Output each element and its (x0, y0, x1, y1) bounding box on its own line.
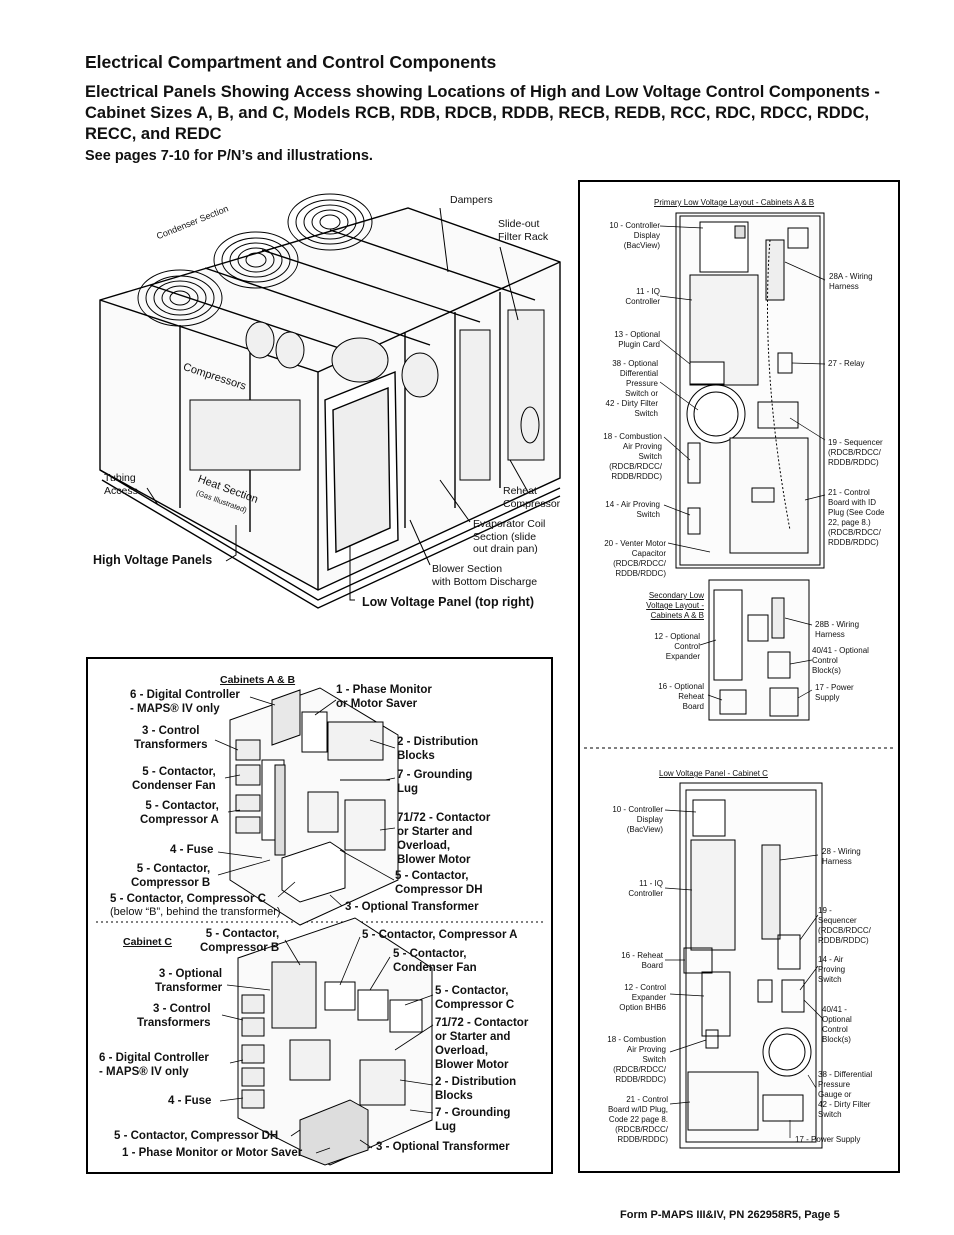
low-voltage-panel-box (578, 180, 900, 1173)
c-control-blocks-label: 40/41 - Optional Control Block(s) (822, 1005, 852, 1044)
ab-fuse-label: 4 - Fuse (170, 844, 214, 856)
cabinets-ab-heading: Cabinets A & B (220, 674, 296, 686)
c-blower-contactor-label: 71/72 - Contactor or Starter and Overloa… (435, 1017, 529, 1071)
p-control-board-label: 21 - Control Board with ID Plug (See Cod… (828, 488, 885, 547)
c-contactor-compressor-a-label: 5 - Contactor, Compressor A (362, 929, 518, 941)
c-control-board-label: 21 - Control Board w/ID Plug, Code 22 pa… (607, 1095, 668, 1144)
p-pressure-switch-label: 38 - Optional Differential Pressure Swit… (605, 359, 658, 418)
c-differential-gauge-label: 38 - Differential Pressure Gauge or 42 -… (818, 1070, 873, 1119)
tubing-access-label: Tubing Access (104, 472, 138, 497)
s-control-blocks-label: 40/41 - Optional Control Block(s) (812, 646, 869, 675)
ab-contactor-compressor-dh-label: 5 - Contactor, Compressor DH (395, 870, 483, 896)
c-contactor-compressor-dh-label: 5 - Contactor, Compressor DH (114, 1130, 279, 1142)
p-relay-label: 27 - Relay (828, 359, 865, 368)
evaporator-label: Evaporator Coil Section (slide out drain… (473, 518, 546, 555)
dampers-label: Dampers (450, 194, 493, 206)
low-voltage-panel-label: Low Voltage Panel (top right) (362, 595, 534, 609)
c-optional-transformer-label: 3 - Optional Transformer (376, 1141, 510, 1153)
blower-section-label: Blower Section with Bottom Discharge (432, 563, 538, 588)
c-control-expander-label: 12 - Control Expander Option BHB6 (619, 983, 666, 1012)
s-power-supply-label: 17 - Power Supply (815, 683, 854, 702)
ab-grounding-lug-label: 7 - Grounding Lug (397, 769, 473, 795)
p-controller-display-label: 10 - Controller Display (BacView) (609, 221, 660, 250)
p-iq-controller-label: 11 - IQ Controller (625, 287, 660, 306)
ab-control-transformers-label: 3 - Control Transformers (134, 725, 208, 751)
c-phase-monitor-label: 1 - Phase Monitor or Motor Saver (122, 1147, 303, 1159)
s-reheat-board-label: 16 - Optional Reheat Board (658, 682, 704, 711)
c-contactor-compressor-b-label: 5 - Contactor, Compressor B (200, 928, 280, 954)
filter-rack-label: Slide-out Filter Rack (498, 218, 549, 243)
c-controller-display-label: 10 - Controller Display (BacView) (612, 805, 663, 834)
p-wiring-harness-label: 28A - Wiring Harness (829, 272, 873, 291)
page-subtitle: Electrical Panels Showing Access showing… (85, 83, 880, 143)
c-air-proving-switch-label: 14 - Air Proving Switch (818, 955, 846, 984)
page-title: Electrical Compartment and Control Compo… (85, 52, 497, 72)
c-digital-controller-label: 6 - Digital Controller - MAPS® IV only (99, 1052, 209, 1078)
p-combustion-switch-label: 18 - Combustion Air Proving Switch (RDCB… (603, 432, 662, 481)
c-optional-transformer-top-label: 3 - Optional Transformer (155, 968, 223, 994)
ab-contactor-compressor-b-label: 5 - Contactor, Compressor B (131, 863, 211, 889)
c-sequencer-label: 19 - Sequencer (RDCB/RDCC/ RDDB/RDDC) (818, 906, 871, 945)
cabinet-c-heading: Cabinet C (123, 936, 173, 948)
ab-contactor-condenser-fan-label: 5 - Contactor, Condenser Fan (132, 766, 216, 792)
ab-compressor-c-note: (below “B”, behind the transformer) (110, 906, 281, 918)
page-footer: Form P-MAPS III&IV, PN 262958R5, Page 5 (620, 1209, 840, 1221)
c-contactor-compressor-c-label: 5 - Contactor, Compressor C (435, 985, 515, 1011)
high-voltage-panel-box (86, 657, 553, 1174)
p-plugin-card-label: 13 - Optional Plugin Card (614, 330, 660, 349)
ab-contactor-compressor-a-label: 5 - Contactor, Compressor A (140, 800, 219, 826)
c-iq-controller-label: 11 - IQ Controller (628, 879, 663, 898)
reheat-compressor-label: Reheat Compressor (503, 485, 561, 510)
p-venter-capacitor-label: 20 - Venter Motor Capacitor (RDCB/RDCC/ … (604, 539, 666, 578)
ab-phase-monitor-label: 1 - Phase Monitor or Motor Saver (336, 684, 432, 710)
c-grounding-lug-label: 7 - Grounding Lug (435, 1107, 511, 1133)
page-note: See pages 7-10 for P/N’s and illustratio… (85, 148, 373, 164)
high-voltage-panels-label: High Voltage Panels (93, 553, 213, 567)
c-control-transformers-label: 3 - Control Transformers (137, 1003, 211, 1029)
ab-blower-contactor-label: 71/72 - Contactor or Starter and Overloa… (397, 812, 491, 866)
primary-layout-title: Primary Low Voltage Layout - Cabinets A … (654, 198, 815, 207)
c-combustion-switch-label: 18 - Combustion Air Proving Switch (RDCB… (607, 1035, 666, 1084)
c-reheat-board-label: 16 - Reheat Board (621, 951, 663, 970)
ab-distribution-blocks-label: 2 - Distribution Blocks (397, 736, 479, 762)
p-air-proving-switch-label: 14 - Air Proving Switch (605, 500, 660, 519)
ab-contactor-compressor-c-label: 5 - Contactor, Compressor C (110, 893, 266, 905)
c-wiring-harness-label: 28 - Wiring Harness (822, 847, 861, 866)
p-sequencer-label: 19 - Sequencer (RDCB/RDCC/ RDDB/RDDC) (828, 438, 883, 467)
c-power-supply-label: 17 - Power Supply (795, 1135, 861, 1144)
s-wiring-harness-label: 28B - Wiring Harness (815, 620, 860, 639)
c-distribution-blocks-label: 2 - Distribution Blocks (435, 1076, 517, 1102)
s-control-expander-label: 12 - Optional Control Expander (654, 632, 700, 661)
ab-optional-transformer-label: 3 - Optional Transformer (345, 901, 479, 913)
c-contactor-condenser-fan-label: 5 - Contactor, Condenser Fan (393, 948, 477, 974)
ab-digital-controller-label: 6 - Digital Controller - MAPS® IV only (130, 689, 240, 715)
cabinet-c-layout-title: Low Voltage Panel - Cabinet C (659, 769, 768, 778)
c-fuse-label: 4 - Fuse (168, 1095, 212, 1107)
secondary-layout-title: Secondary Low Voltage Layout - Cabinets … (646, 591, 704, 620)
